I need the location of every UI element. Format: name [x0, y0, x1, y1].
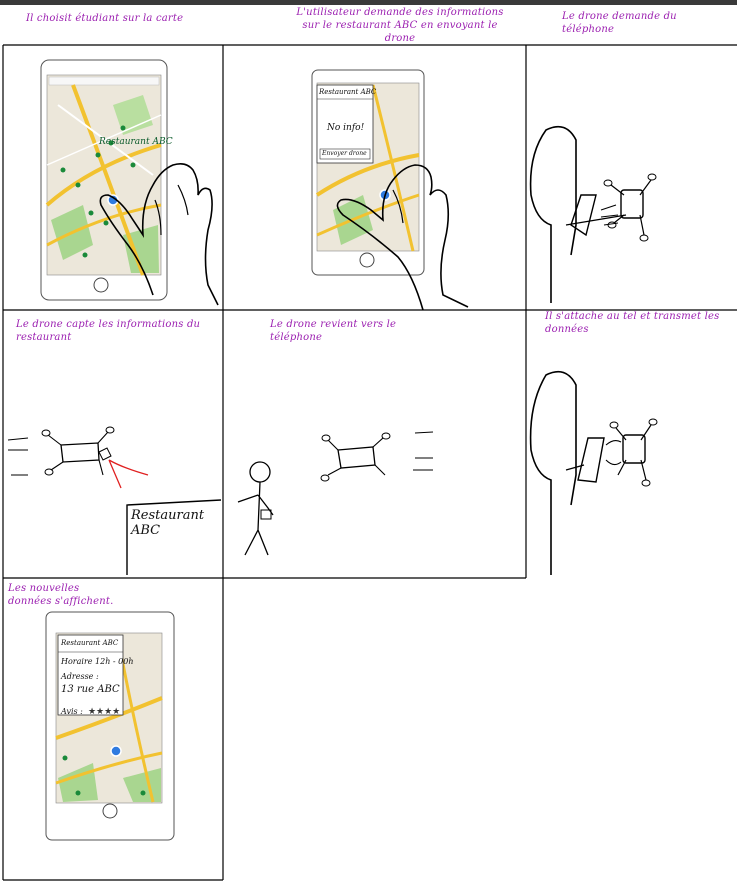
restaurant-sign: Restaurant ABC — [131, 508, 205, 538]
popup-no-info: No info! — [327, 123, 365, 133]
info-hours: Horaire 12h - 00h — [61, 657, 134, 666]
panel-2: Restaurant ABC No info! Envoyer drone — [223, 45, 526, 311]
map-label-restaurant: Restaurant ABC — [99, 137, 173, 147]
info-address-value: 13 rue ABC — [61, 684, 120, 695]
panel-1: Restaurant ABC — [3, 45, 223, 310]
info-address-label: Adresse : — [61, 672, 99, 681]
caption-panel-3: Le drone demande du téléphone — [562, 11, 677, 35]
panel-3 — [526, 45, 737, 310]
panel-7: Restaurant ABC Horaire 12h - 00h Adresse… — [3, 578, 223, 880]
caption-panel-1: Il choisit étudiant sur la carte — [26, 13, 184, 24]
info-popup-title: Restaurant ABC — [61, 639, 119, 647]
send-drone-button[interactable]: Envoyer drone — [322, 150, 367, 157]
popup-title: Restaurant ABC — [319, 88, 377, 96]
caption-panel-7: Les nouvelles données s'affichent. — [8, 583, 114, 607]
caption-panel-5: Le drone revient vers le téléphone — [270, 319, 397, 343]
caption-panel-4: Le drone capte les informations du resta… — [16, 319, 201, 343]
panel-5 — [223, 310, 526, 578]
window-top-bar — [0, 0, 737, 5]
caption-panel-2: L'utilisateur demande des informations s… — [296, 7, 504, 44]
info-rating-label: Avis : — [61, 707, 83, 716]
info-rating: Avis : ★★★★ — [61, 699, 120, 718]
panel-4: Restaurant ABC — [3, 310, 223, 578]
rating-stars-icon: ★★★★ — [87, 707, 121, 717]
panel-6 — [526, 310, 737, 578]
caption-panel-6: Il s'attache au tel et transmet les donn… — [545, 311, 720, 335]
